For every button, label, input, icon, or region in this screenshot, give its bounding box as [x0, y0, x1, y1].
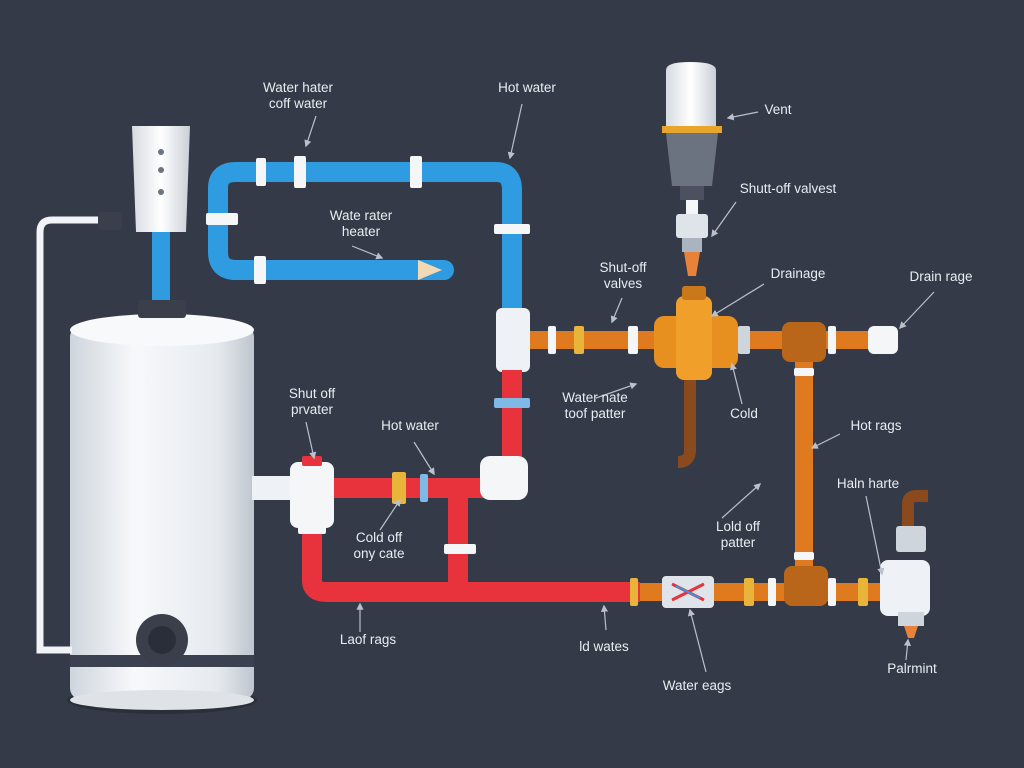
label-drain-rage: Drain rage — [909, 269, 973, 284]
label-vent: Vent — [764, 102, 792, 117]
label-hot-water-top: Hot water — [498, 80, 556, 95]
label-hot-water-mid: Hot water — [381, 418, 439, 433]
mixing-valve-icon — [662, 576, 714, 608]
label-water-eags: Water eags — [662, 678, 732, 693]
cold-water-pipe — [208, 162, 522, 328]
label-laof-rags: Laof rags — [339, 632, 397, 647]
cold-pipe-couplings — [206, 156, 530, 284]
label-hot-rags: Hot rags — [850, 418, 902, 433]
copper-fittings — [548, 322, 898, 606]
label-cold: Cold — [730, 406, 758, 421]
tee-fitting — [496, 308, 530, 372]
water-heater-tank — [67, 300, 257, 714]
label-palrmint: Palrmint — [887, 661, 937, 676]
expansion-unit — [132, 126, 190, 300]
vent-icon — [662, 62, 722, 276]
pipe-tip — [418, 260, 442, 280]
white-bypass-pipe — [36, 216, 100, 654]
label-haln-harte: Haln harte — [836, 476, 900, 491]
leader-lines — [304, 103, 935, 673]
label-drainage: Drainage — [770, 266, 826, 281]
hot-pipe-fittings — [290, 398, 638, 606]
label-ld-wates: ld wates — [579, 639, 629, 654]
drain-fitting-icon — [880, 490, 930, 638]
label-shutoff-valvest: Shutt-off valvest — [739, 181, 837, 196]
shutoff-valve-icon — [654, 286, 738, 468]
